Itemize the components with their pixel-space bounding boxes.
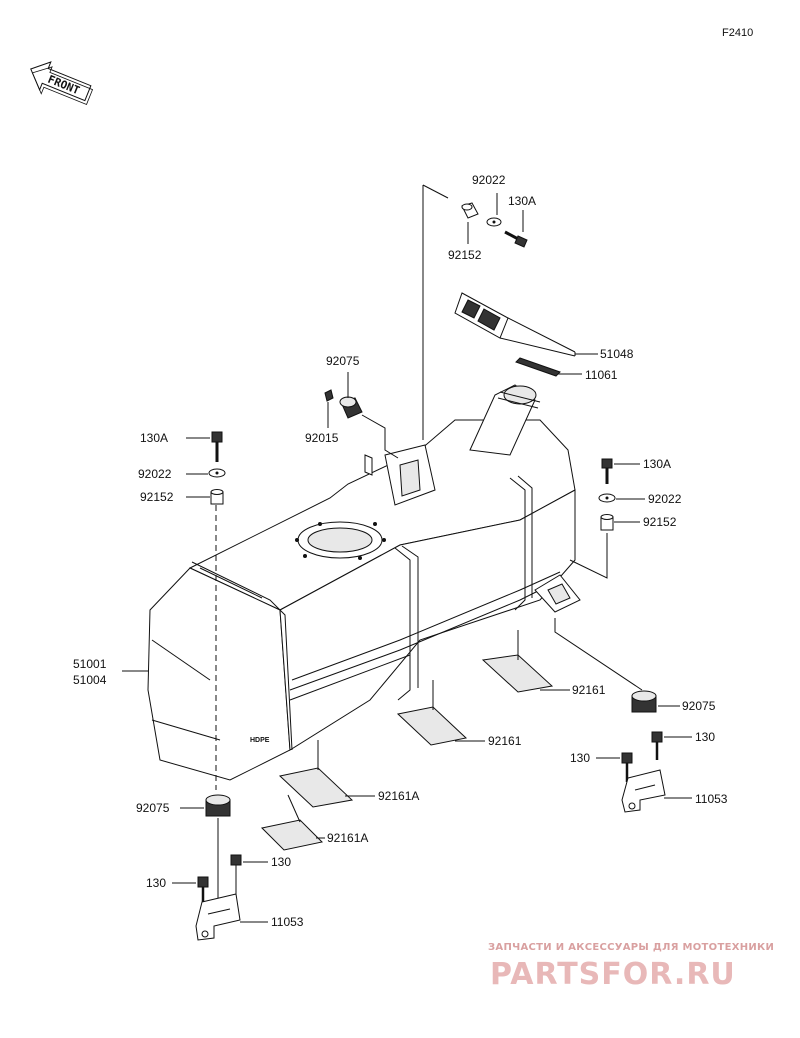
- collar-92152-right: [600, 514, 614, 531]
- front-arrow-icon: FRONT: [30, 61, 94, 105]
- label-11053-left: 11053: [271, 915, 304, 929]
- label-130a-top: 130A: [508, 194, 536, 208]
- damper-92075-right: [631, 690, 657, 713]
- label-92075-left: 92075: [136, 801, 170, 815]
- label-11061: 11061: [585, 368, 618, 382]
- label-92022-left: 92022: [138, 467, 172, 481]
- bolt-130-right-b: [651, 731, 663, 760]
- collar-92152-left: [210, 489, 224, 505]
- label-92022-top: 92022: [472, 173, 506, 187]
- label-51001: 51001: [73, 657, 107, 671]
- label-92161-right: 92161: [572, 683, 606, 697]
- label-92022-right: 92022: [648, 492, 682, 506]
- label-92161a-b: 92161A: [327, 831, 368, 845]
- label-130a-right: 130A: [643, 457, 671, 471]
- bolt-130-right-a: [621, 752, 633, 782]
- pad-92161a-a: [278, 740, 354, 808]
- watermark-tagline: ЗАПЧАСТИ И АКСЕССУАРЫ ДЛЯ МОТОТЕХНИКИ: [488, 942, 774, 953]
- label-92152-top: 92152: [448, 248, 482, 262]
- label-92015: 92015: [305, 431, 339, 445]
- bolt-130a-right: [601, 458, 613, 484]
- watermark-brand: PARTSFOR.RU: [490, 957, 736, 992]
- pad-92161-mid: [396, 680, 468, 746]
- label-92161a-a: 92161A: [378, 789, 419, 803]
- label-51004: 51004: [73, 673, 107, 687]
- gasket-11061: [515, 357, 561, 377]
- label-130a-left: 130A: [140, 431, 168, 445]
- label-92152-right: 92152: [643, 515, 677, 529]
- pad-92161-right: [481, 630, 554, 693]
- nut-92015: [324, 389, 334, 402]
- bracket-11053-left: [195, 893, 241, 941]
- damper-92075-top: [339, 396, 363, 419]
- label-11053-right: 11053: [695, 792, 728, 806]
- label-130-right-a: 130: [570, 751, 590, 765]
- guard-51048: [454, 292, 576, 357]
- damper-92075-left: [205, 794, 231, 817]
- collar-92152-top: [461, 202, 479, 219]
- pad-92161a-b: [260, 794, 324, 851]
- bolt-130a-top: [504, 230, 528, 248]
- label-92152-left: 92152: [140, 490, 174, 504]
- label-130-left-b: 130: [271, 855, 291, 869]
- bolt-130a-left: [211, 431, 223, 462]
- label-92075-right: 92075: [682, 699, 716, 713]
- label-92161-mid: 92161: [488, 734, 522, 748]
- fuel-tank: HDPE: [147, 384, 581, 781]
- bracket-11053-right: [621, 769, 666, 813]
- label-92075-top: 92075: [326, 354, 360, 368]
- label-130-left-a: 130: [146, 876, 166, 890]
- watermark: ЗАПЧАСТИ И АКСЕССУАРЫ ДЛЯ МОТОТЕХНИКИ PA…: [488, 942, 774, 992]
- diagram-code: F2410: [722, 27, 753, 39]
- label-130-right-b: 130: [695, 730, 715, 744]
- tank-mark: HDPE: [250, 737, 270, 744]
- label-51048: 51048: [600, 347, 634, 361]
